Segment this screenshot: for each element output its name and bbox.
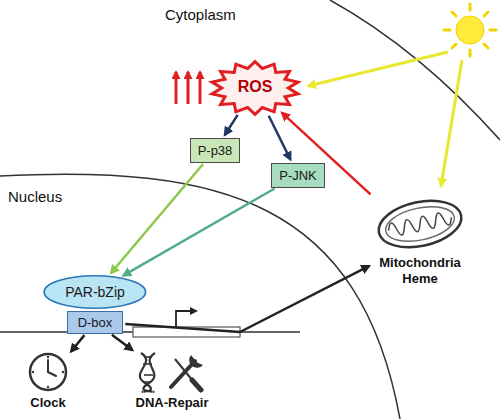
ellipse-shape <box>44 276 146 309</box>
sun-ray <box>484 44 488 48</box>
sun-ray <box>484 12 488 16</box>
dna-rung <box>144 381 151 383</box>
wrench-head <box>189 355 203 368</box>
icon-holder <box>372 193 468 255</box>
kinase-box: P-JNK <box>271 163 325 188</box>
clock-node: Clock <box>27 351 69 410</box>
promoter-box: D-box <box>67 311 124 334</box>
connector-arrow <box>225 115 238 135</box>
mitochondrion-body <box>374 194 465 255</box>
sun-ros-arrow <box>308 52 448 86</box>
clock-tick <box>47 385 49 387</box>
clock-face <box>30 354 66 390</box>
sun-disc <box>456 16 484 44</box>
mitochondrion-icon <box>372 193 468 255</box>
screwdriver-handle <box>192 380 201 390</box>
dna-repair-node: DNA-Repair <box>135 351 209 410</box>
transcription-start-arrow <box>176 311 196 327</box>
dna-rung <box>144 356 152 358</box>
screwdriver-symbol <box>175 359 201 390</box>
wrench-symbol <box>171 355 203 387</box>
clock-hand <box>48 372 56 376</box>
dna-rungs <box>143 357 153 382</box>
ros-increase-arrows <box>176 72 200 104</box>
icon-holder <box>27 351 69 393</box>
sun-ray <box>452 44 456 48</box>
sun-ray <box>444 29 450 32</box>
clock-tick <box>62 370 64 372</box>
connector-arrow <box>269 116 291 160</box>
clock-tick <box>47 355 49 357</box>
up-arrow <box>187 72 190 104</box>
node-text: ROS <box>236 78 274 96</box>
sun-symbol <box>444 4 496 56</box>
nuclear-membrane <box>0 174 400 419</box>
dna-repair-icon <box>135 351 209 393</box>
up-arrow <box>199 72 202 104</box>
starburst-shape <box>212 62 298 115</box>
dna-helix-strand <box>143 353 155 392</box>
clock-icon <box>27 351 69 393</box>
mitochondrion-node: Mitochondria Heme <box>372 193 468 286</box>
inner-membrane <box>382 201 457 247</box>
node-text: Clock <box>30 395 65 410</box>
node-text: DNA-Repair <box>136 395 209 410</box>
sun-ray <box>469 50 472 56</box>
connector-arrow <box>123 189 274 276</box>
dna-rung <box>144 374 153 376</box>
sun-ray <box>452 12 456 16</box>
node-text: Mitochondria Heme <box>379 255 461 286</box>
cristae <box>387 211 453 238</box>
screwdriver-shaft <box>175 359 193 381</box>
dna-rung <box>143 363 152 365</box>
factor-ellipse: PAR-bZip <box>43 275 147 309</box>
node-text: P-JNK <box>279 168 317 183</box>
sun-ray <box>490 29 496 32</box>
connector-arrow <box>112 335 133 351</box>
region-label: Nucleus <box>8 188 62 205</box>
sun-rays <box>444 4 496 56</box>
cell-membrane <box>330 0 500 140</box>
clock-hand <box>47 360 49 372</box>
clock-tick <box>32 370 34 372</box>
up-arrow <box>175 72 178 104</box>
icon-holder <box>135 351 209 393</box>
node-text: PAR-bZip <box>65 284 125 300</box>
ros-burst: ROS <box>210 61 300 115</box>
node-text: P-p38 <box>198 143 233 158</box>
region-label: Cytoplasm <box>165 6 236 23</box>
connector-arrow <box>71 335 85 352</box>
sun-mito-arrow <box>441 60 462 186</box>
sun-ray <box>469 4 472 10</box>
outer-membrane <box>374 194 465 255</box>
kinase-box: P-p38 <box>190 138 241 163</box>
connector-arrow <box>125 266 369 332</box>
node-text: D-box <box>78 315 113 330</box>
